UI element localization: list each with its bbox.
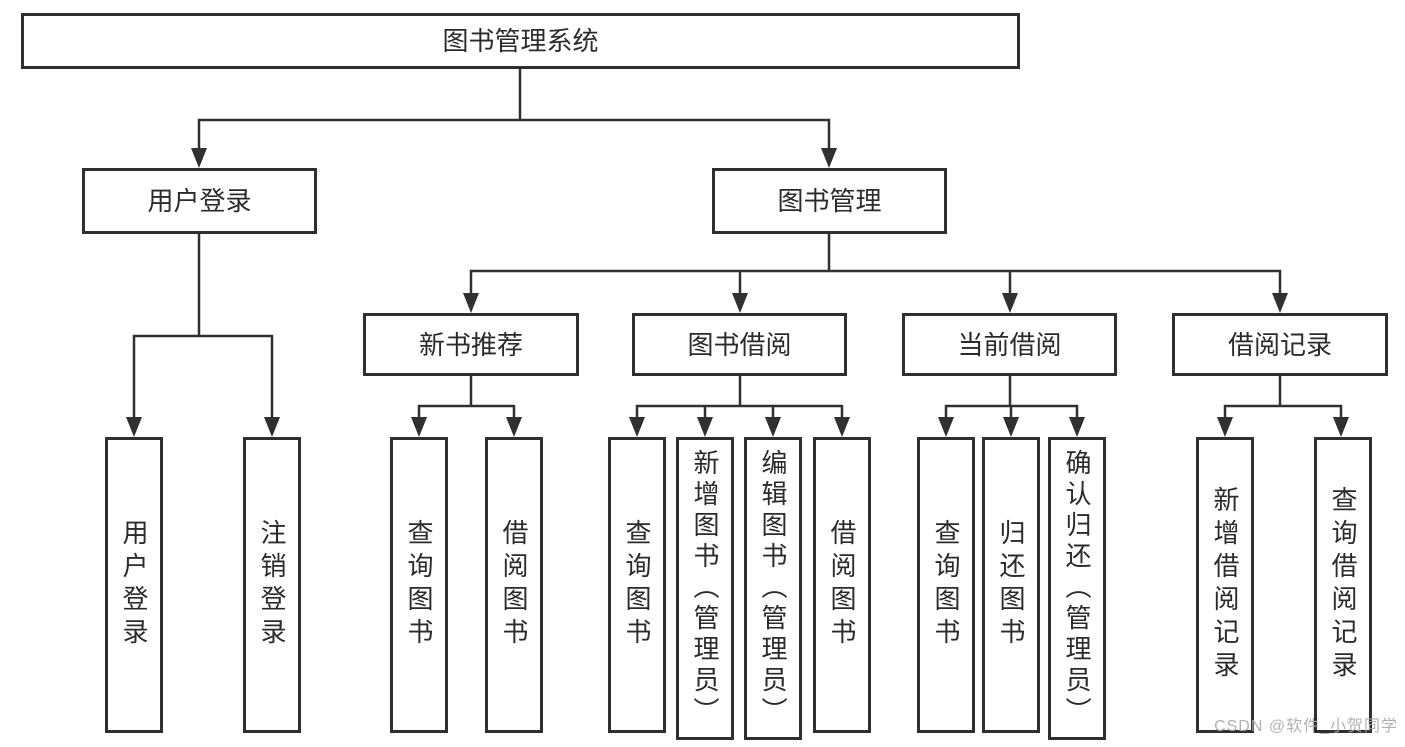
leaf-label: 查询图书 — [931, 519, 961, 651]
node-label: 用户登录 — [147, 186, 252, 216]
node-label: 新书推荐 — [418, 329, 523, 360]
leaf-label: 借阅图书 — [499, 519, 529, 651]
leaf-borrow-books: 借阅图书 — [813, 437, 871, 733]
connector-root — [197, 69, 831, 150]
node-label: 当前借阅 — [957, 329, 1062, 360]
leaf-label: 用户登录 — [119, 519, 149, 651]
connector-new-book — [417, 376, 516, 420]
leaf-borrow-books-recommend: 借阅图书 — [485, 437, 543, 733]
node-current-borrow: 当前借阅 — [902, 313, 1117, 376]
leaf-label: 注销登录 — [257, 519, 287, 651]
node-borrow-records: 借阅记录 — [1172, 313, 1388, 376]
root-node-label: 图书管理系统 — [442, 26, 599, 56]
node-book-management: 图书管理 — [712, 168, 947, 234]
leaf-confirm-return-admin: 确认归还（管理员） — [1048, 437, 1106, 740]
leaf-logout: 注销登录 — [243, 437, 301, 733]
leaf-label: 新增借阅记录 — [1210, 486, 1240, 684]
leaf-query-books-current: 查询图书 — [917, 437, 975, 733]
leaf-label: 查询借阅记录 — [1328, 486, 1358, 684]
connector-user-login — [132, 234, 274, 420]
leaf-query-books-borrow: 查询图书 — [608, 437, 666, 733]
leaf-label: 确认归还（管理员） — [1062, 449, 1092, 728]
watermark-text: CSDN @软件_小贺同学 — [1214, 718, 1398, 735]
node-new-book-recommend: 新书推荐 — [363, 313, 579, 376]
leaf-label: 归还图书 — [996, 519, 1026, 651]
leaf-user-login: 用户登录 — [105, 437, 163, 733]
leaf-label: 查询图书 — [622, 519, 652, 651]
leaf-label: 新增图书（管理员） — [690, 449, 720, 728]
leaf-return-book: 归还图书 — [982, 437, 1040, 733]
leaf-add-book-admin: 新增图书（管理员） — [676, 437, 734, 740]
connector-book-management — [469, 234, 1282, 296]
root-node-library-system: 图书管理系统 — [21, 13, 1020, 69]
leaf-label: 借阅图书 — [827, 519, 857, 651]
connector-borrow-record — [1223, 376, 1343, 420]
leaf-add-borrow-record: 新增借阅记录 — [1196, 437, 1254, 733]
leaf-label: 编辑图书（管理员） — [758, 449, 788, 728]
leaf-edit-book-admin: 编辑图书（管理员） — [744, 437, 802, 740]
leaf-label: 查询图书 — [404, 519, 434, 651]
connector-book-borrow — [635, 376, 844, 420]
leaf-query-books-recommend: 查询图书 — [390, 437, 448, 733]
node-label: 图书管理 — [777, 186, 882, 216]
arrowheads — [126, 148, 1349, 437]
connector-current-borrow — [944, 376, 1079, 420]
leaf-query-borrow-record: 查询借阅记录 — [1314, 437, 1372, 733]
node-label: 借阅记录 — [1227, 329, 1332, 360]
node-label: 图书借阅 — [687, 329, 792, 360]
node-user-login: 用户登录 — [82, 168, 317, 234]
node-book-borrow: 图书借阅 — [632, 313, 847, 376]
